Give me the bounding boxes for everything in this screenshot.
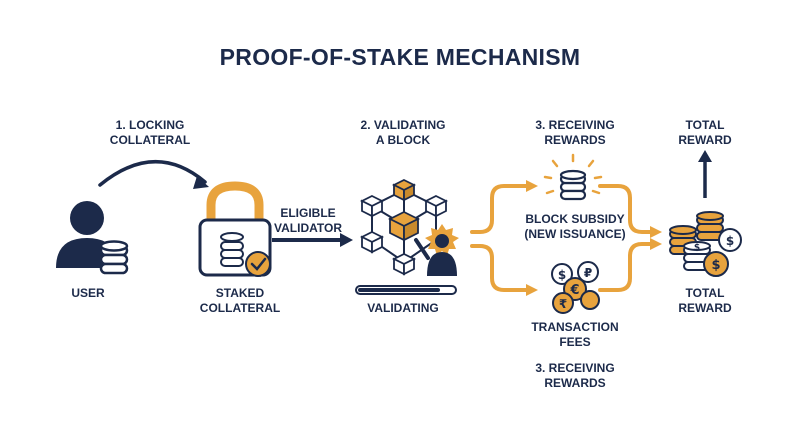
step-receiving-top-label: 3. RECEIVING REWARDS (535, 118, 615, 147)
eligible-validator-label: ELIGIBLE VALIDATOR (274, 206, 342, 235)
step-locking-label: 1. LOCKING COLLATERAL (109, 118, 191, 147)
svg-text:$: $ (558, 268, 566, 282)
reward-branch-arrows (470, 184, 654, 292)
transaction-fees-label: TRANSACTION FEES (531, 320, 619, 349)
validator-icon (414, 224, 459, 276)
locking-arrow (98, 160, 209, 189)
svg-text:$: $ (726, 234, 734, 248)
validating-label: VALIDATING (367, 301, 439, 315)
total-reward-up-arrow (698, 150, 712, 198)
svg-text:$: $ (711, 258, 720, 273)
block-subsidy-label: BLOCK SUBSIDY (NEW ISSUANCE) (524, 212, 626, 241)
transaction-fees-icon: $ ₽ € ₹ (551, 261, 600, 314)
validating-progress-bar (355, 285, 457, 295)
total-reward-label: TOTAL REWARD (678, 286, 732, 315)
block-subsidy-icon (543, 153, 603, 201)
eligible-validator-arrow (272, 233, 353, 247)
block-cube-icon (359, 178, 449, 276)
reward-branch-arrowheads (526, 180, 662, 296)
svg-text:₹: ₹ (559, 297, 567, 311)
svg-text:₽: ₽ (584, 266, 592, 280)
total-reward-coins-icon: $ $ $ (669, 211, 742, 277)
step-validating-label: 2. VALIDATING A BLOCK (360, 118, 446, 147)
staked-collateral-label: STAKED COLLATERAL (199, 286, 281, 315)
svg-text:$: $ (694, 243, 700, 253)
step-total-reward-top-label: TOTAL REWARD (678, 118, 732, 147)
step-receiving-bottom-label: 3. RECEIVING REWARDS (535, 361, 615, 390)
coin-stack-icon (99, 240, 129, 275)
user-label: USER (71, 286, 105, 300)
check-badge-icon (245, 251, 271, 277)
svg-text:€: € (569, 283, 579, 298)
page-title: PROOF-OF-STAKE MECHANISM (219, 44, 581, 70)
